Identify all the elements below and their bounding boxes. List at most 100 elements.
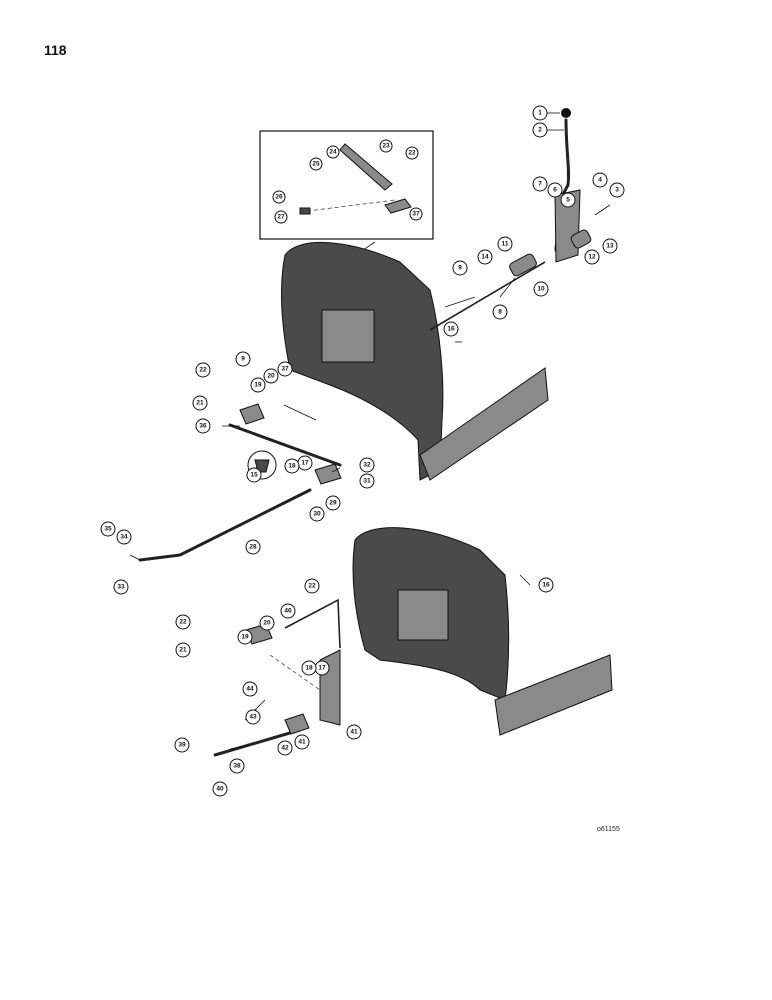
svg-text:14: 14 <box>481 254 489 261</box>
page-number: 118 <box>44 42 67 58</box>
svg-text:22: 22 <box>408 150 416 157</box>
callout-19-upper: 19 <box>250 377 266 393</box>
svg-text:22: 22 <box>308 583 316 590</box>
svg-text:20: 20 <box>267 373 275 380</box>
callout-21-lower: 21 <box>175 642 191 658</box>
callout-37-upper: 37 <box>277 361 293 377</box>
svg-text:3: 3 <box>615 187 619 194</box>
svg-text:43: 43 <box>249 714 257 721</box>
callout-14: 14 <box>477 249 493 265</box>
lower-rod-38 <box>213 728 302 757</box>
svg-text:1: 1 <box>538 110 542 117</box>
callout-5: 5 <box>560 192 576 208</box>
svg-text:28: 28 <box>249 544 257 551</box>
svg-text:20: 20 <box>263 620 271 627</box>
svg-text:18: 18 <box>305 665 313 672</box>
svg-text:27: 27 <box>277 214 285 221</box>
inset-dashed-axis <box>299 199 396 213</box>
callout-12: 12 <box>584 249 600 265</box>
svg-text:16: 16 <box>542 582 550 589</box>
callout-1: 1 <box>532 105 548 121</box>
callout-13: 13 <box>602 238 618 254</box>
control-lever-rod <box>554 118 571 252</box>
svg-text:11: 11 <box>502 241 509 248</box>
upper-pedestal-foot <box>419 367 549 481</box>
svg-text:41: 41 <box>350 729 358 736</box>
svg-text:25: 25 <box>312 161 320 168</box>
callout-25: 25 <box>309 157 323 171</box>
callout-21-upper: 21 <box>192 395 208 411</box>
svg-text:21: 21 <box>179 647 187 654</box>
upper-spring <box>509 253 537 277</box>
inset-clevis <box>384 198 412 214</box>
svg-text:26: 26 <box>275 194 283 201</box>
svg-text:4: 4 <box>598 177 602 184</box>
callout-38: 38 <box>229 758 245 774</box>
callout-46: 46 <box>280 603 296 619</box>
svg-text:19: 19 <box>241 634 249 641</box>
callout-37-inset: 37 <box>409 207 423 221</box>
callout-22-lower-left: 22 <box>175 614 191 630</box>
callout-11: 11 <box>497 236 513 252</box>
callout-35: 35 <box>100 521 116 537</box>
callout-34: 34 <box>116 529 132 545</box>
callout-23: 23 <box>379 139 393 153</box>
svg-text:7: 7 <box>538 181 542 188</box>
callout-10: 10 <box>533 281 549 297</box>
callout-32: 32 <box>359 457 375 473</box>
svg-text:34: 34 <box>120 534 128 541</box>
svg-text:32: 32 <box>363 462 371 469</box>
svg-text:38: 38 <box>233 763 241 770</box>
long-rod-28 <box>138 488 312 562</box>
svg-text:12: 12 <box>588 254 596 261</box>
svg-text:42: 42 <box>281 745 289 752</box>
svg-text:29: 29 <box>329 500 337 507</box>
callout-31: 31 <box>359 473 375 489</box>
lever-knob <box>561 108 571 118</box>
callout-29: 29 <box>325 495 341 511</box>
svg-text:9: 9 <box>241 356 245 363</box>
svg-text:6: 6 <box>553 187 557 194</box>
svg-text:21: 21 <box>196 400 204 407</box>
callout-9-upper: 9 <box>452 260 468 276</box>
svg-text:41: 41 <box>298 739 306 746</box>
callout-42: 42 <box>277 740 293 756</box>
upper-clevis-left <box>239 403 265 425</box>
callout-40: 40 <box>212 781 228 797</box>
upper-clevis-right <box>314 463 342 485</box>
svg-text:9: 9 <box>458 265 462 272</box>
upper-pedestal-window <box>321 309 375 363</box>
svg-text:30: 30 <box>313 511 321 518</box>
svg-text:15: 15 <box>250 472 258 479</box>
callout-22-upper: 22 <box>195 362 211 378</box>
upper-link-rod <box>429 261 546 331</box>
svg-text:18: 18 <box>288 463 296 470</box>
svg-text:17: 17 <box>318 665 326 672</box>
svg-text:22: 22 <box>179 619 187 626</box>
callout-22-lower-right: 22 <box>304 578 320 594</box>
callout-39: 39 <box>174 737 190 753</box>
svg-text:22: 22 <box>199 367 207 374</box>
svg-text:8: 8 <box>498 309 502 316</box>
inset-lever <box>339 143 393 191</box>
callout-24: 24 <box>326 145 340 159</box>
svg-text:37: 37 <box>412 211 420 218</box>
svg-text:31: 31 <box>363 478 371 485</box>
callout-18-lower: 18 <box>301 660 317 676</box>
callout-9-upper-left: 9 <box>235 351 251 367</box>
svg-text:23: 23 <box>382 143 390 150</box>
callout-19-lower: 19 <box>237 629 253 645</box>
callout-20-lower: 20 <box>259 615 275 631</box>
callout-16-upper: 16 <box>443 321 459 337</box>
leader-lines <box>129 112 611 750</box>
callout-6: 6 <box>547 182 563 198</box>
callout-8: 8 <box>492 304 508 320</box>
callout-3: 3 <box>609 182 625 198</box>
svg-text:46: 46 <box>284 608 292 615</box>
callout-18: 18 <box>284 458 300 474</box>
side-spring <box>570 229 592 249</box>
svg-text:35: 35 <box>104 526 112 533</box>
callout-30: 30 <box>309 506 325 522</box>
svg-text:24: 24 <box>329 149 337 156</box>
